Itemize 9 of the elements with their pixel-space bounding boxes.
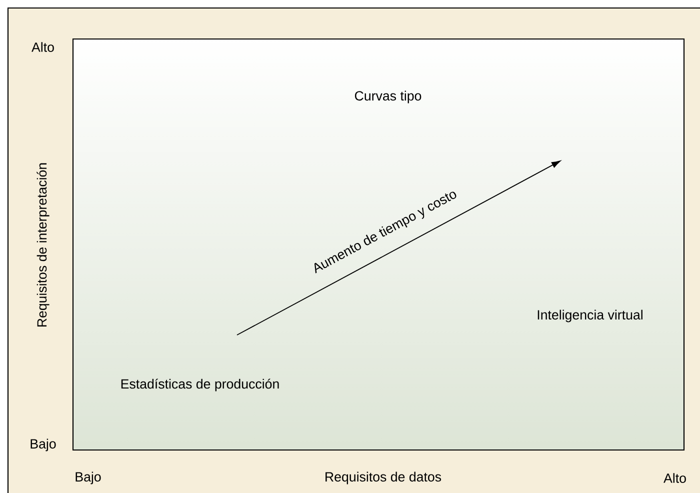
axis-tick-label: Bajo: [30, 438, 56, 452]
axis-tick-label: Alto: [664, 473, 686, 483]
axis-tick-label: Alto: [32, 42, 54, 52]
region-label: Inteligencia virtual: [538, 310, 642, 322]
axis-title: Requisitos de datos: [326, 472, 442, 484]
region-label: Estadísticas de producción: [121, 378, 279, 392]
axis-title: Requisitos de interpretación: [36, 163, 50, 327]
axis-tick-label: Bajo: [76, 472, 101, 484]
region-label: Curvas tipo: [354, 90, 422, 104]
